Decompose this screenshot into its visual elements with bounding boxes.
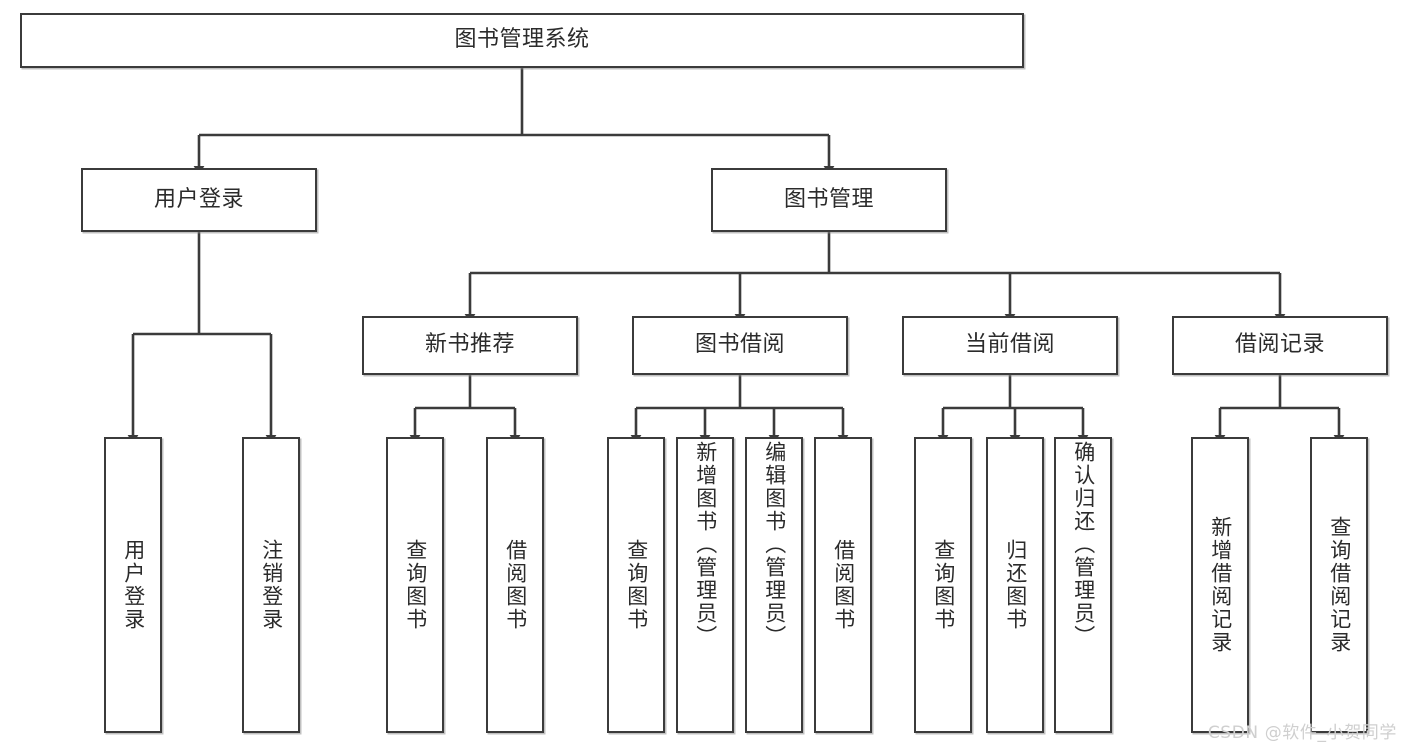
node-label: 图书管理系统 [454,27,590,53]
node-root[interactable]: 图书管理系统 [20,13,1024,68]
node-leaf-query-book-3[interactable]: 查询图书 [914,437,972,733]
node-book-manage[interactable]: 图书管理 [711,168,947,232]
node-label: 新增图书（管理员） [693,441,718,648]
node-leaf-query-book-1[interactable]: 查询图书 [386,437,444,733]
node-current-borrow[interactable]: 当前借阅 [902,316,1118,375]
node-label: 当前借阅 [964,332,1055,358]
node-borrow-record[interactable]: 借阅记录 [1172,316,1388,375]
node-label: 图书借阅 [694,332,785,358]
node-leaf-borrow-book-2[interactable]: 借阅图书 [814,437,872,733]
node-label: 查询图书 [931,539,956,631]
node-leaf-query-record[interactable]: 查询借阅记录 [1310,437,1368,733]
node-label: 用户登录 [153,186,244,212]
node-label: 查询借阅记录 [1327,516,1352,654]
node-label: 新书推荐 [424,332,515,358]
edge-group [127,68,1345,444]
node-label: 借阅图书 [831,539,856,631]
node-label: 编辑图书（管理员） [762,441,787,648]
node-label: 新增借阅记录 [1208,516,1233,654]
node-label: 借阅图书 [503,539,528,631]
node-label: 查询图书 [403,539,428,631]
node-label: 归还图书 [1003,539,1028,631]
node-leaf-user-logout[interactable]: 注销登录 [242,437,300,733]
node-label: 借阅记录 [1234,332,1325,358]
node-leaf-return-book[interactable]: 归还图书 [986,437,1044,733]
node-leaf-add-book[interactable]: 新增图书（管理员） [676,437,734,733]
node-book-borrow[interactable]: 图书借阅 [632,316,848,375]
node-label: 查询图书 [624,539,649,631]
node-leaf-borrow-book-1[interactable]: 借阅图书 [486,437,544,733]
node-user-login[interactable]: 用户登录 [81,168,317,232]
node-label: 确认归还（管理员） [1071,441,1096,648]
node-leaf-user-login[interactable]: 用户登录 [104,437,162,733]
node-label: 注销登录 [259,539,284,631]
node-leaf-confirm-ret[interactable]: 确认归还（管理员） [1054,437,1112,733]
node-leaf-add-record[interactable]: 新增借阅记录 [1191,437,1249,733]
node-new-book-rec[interactable]: 新书推荐 [362,316,578,375]
node-label: 用户登录 [121,539,146,631]
node-label: 图书管理 [783,186,874,212]
csdn-watermark: CSDN @软件_小贺同学 [1207,723,1397,743]
node-leaf-edit-book[interactable]: 编辑图书（管理员） [745,437,803,733]
node-leaf-query-book-2[interactable]: 查询图书 [607,437,665,733]
